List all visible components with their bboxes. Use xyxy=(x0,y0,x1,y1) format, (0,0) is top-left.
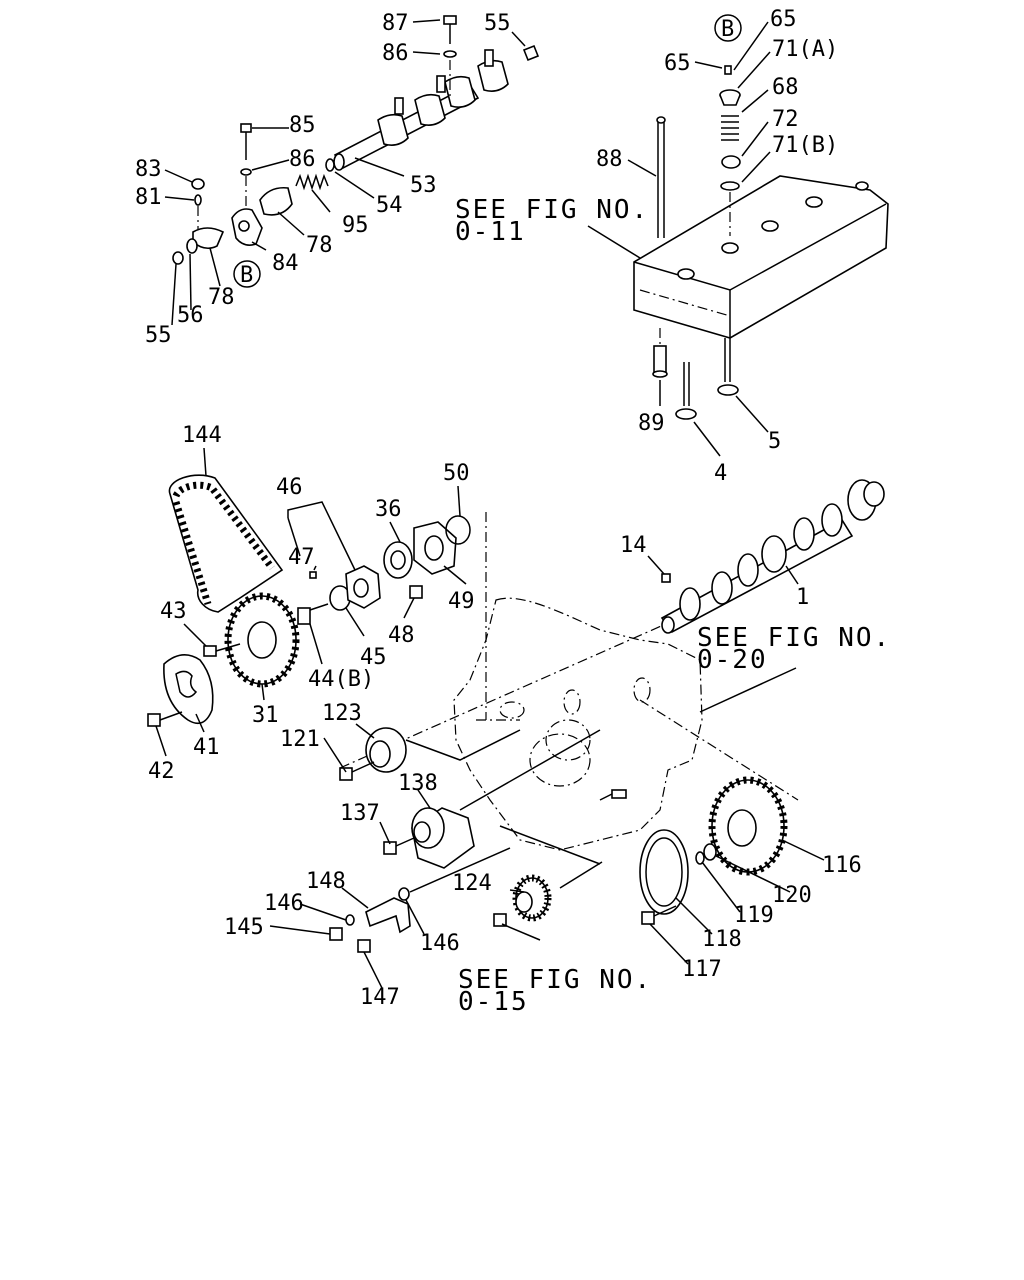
label-138: 138 xyxy=(398,771,438,796)
ref-fig-0-20-line1: SEE FIG NO. xyxy=(697,623,891,653)
label-120: 120 xyxy=(772,883,812,908)
label-144: 144 xyxy=(182,423,222,448)
label-118: 118 xyxy=(702,927,742,952)
label-81: 81 xyxy=(135,185,162,210)
label-14: 14 xyxy=(620,533,647,558)
label-71b: 71(B) xyxy=(772,133,838,158)
label-53: 53 xyxy=(410,173,437,198)
label-b-left: B xyxy=(240,263,253,288)
label-124: 124 xyxy=(452,871,492,896)
ref-fig-0-11-line2: 0-11 xyxy=(455,217,526,247)
label-5: 5 xyxy=(768,429,781,454)
figure-references: SEE FIG NO. 0-11 SEE FIG NO. 0-20 SEE FI… xyxy=(455,195,891,1017)
label-146-left: 146 xyxy=(264,891,304,916)
label-148: 148 xyxy=(306,869,346,894)
label-65-left: 65 xyxy=(664,51,691,76)
label-50: 50 xyxy=(443,461,470,486)
ref-fig-0-11-line1: SEE FIG NO. xyxy=(455,195,649,225)
label-84: 84 xyxy=(272,251,299,276)
label-83: 83 xyxy=(135,157,162,182)
label-116: 116 xyxy=(822,853,862,878)
label-72: 72 xyxy=(772,107,799,132)
ref-fig-0-15-line1: SEE FIG NO. xyxy=(458,965,652,995)
label-43: 43 xyxy=(160,599,187,624)
label-71a: 71(A) xyxy=(772,37,838,62)
label-47: 47 xyxy=(288,545,315,570)
label-49: 49 xyxy=(448,589,475,614)
label-78-upper: 78 xyxy=(306,233,333,258)
label-137: 137 xyxy=(340,801,380,826)
label-78-lower: 78 xyxy=(208,285,235,310)
label-55-top: 55 xyxy=(484,11,511,36)
label-68: 68 xyxy=(772,75,799,100)
label-65-right: 65 xyxy=(770,7,797,32)
label-119: 119 xyxy=(734,903,774,928)
label-89: 89 xyxy=(638,411,665,436)
label-4: 4 xyxy=(714,461,727,486)
label-87: 87 xyxy=(382,11,409,36)
label-121: 121 xyxy=(280,727,320,752)
label-31: 31 xyxy=(252,703,279,728)
label-95: 95 xyxy=(342,213,369,238)
cylinder-head-assembly xyxy=(587,21,889,457)
label-41: 41 xyxy=(193,735,220,760)
label-54: 54 xyxy=(376,193,403,218)
label-146-right: 146 xyxy=(420,931,460,956)
label-123: 123 xyxy=(322,701,362,726)
label-85: 85 xyxy=(289,113,316,138)
label-86-top: 86 xyxy=(382,41,409,66)
ref-fig-0-20-line2: 0-20 xyxy=(697,645,768,675)
label-b-right: B xyxy=(721,17,734,42)
label-86-mid: 86 xyxy=(289,147,316,172)
ref-fig-0-15-line2: 0-15 xyxy=(458,987,529,1017)
label-147: 147 xyxy=(360,985,400,1010)
label-1: 1 xyxy=(796,585,809,610)
label-44b: 44(B) xyxy=(308,667,374,692)
label-55-lower: 55 xyxy=(145,323,172,348)
callout-b-circle-left xyxy=(233,260,261,288)
label-56: 56 xyxy=(177,303,204,328)
label-45: 45 xyxy=(360,645,387,670)
camshaft-and-case xyxy=(339,479,885,851)
label-46: 46 xyxy=(276,475,303,500)
label-88: 88 xyxy=(596,147,623,172)
label-145: 145 xyxy=(224,915,264,940)
label-48: 48 xyxy=(388,623,415,648)
label-42: 42 xyxy=(148,759,175,784)
callout-b-circle-right xyxy=(714,14,742,42)
idler-and-gear-assembly xyxy=(269,719,825,989)
timing-belt-drive xyxy=(147,447,471,757)
rocker-arm-assembly xyxy=(164,15,540,326)
label-36: 36 xyxy=(375,497,402,522)
label-117: 117 xyxy=(682,957,722,982)
part-number-labels: 87 86 55 85 86 83 81 53 54 95 78 84 B 78… xyxy=(135,7,862,1010)
